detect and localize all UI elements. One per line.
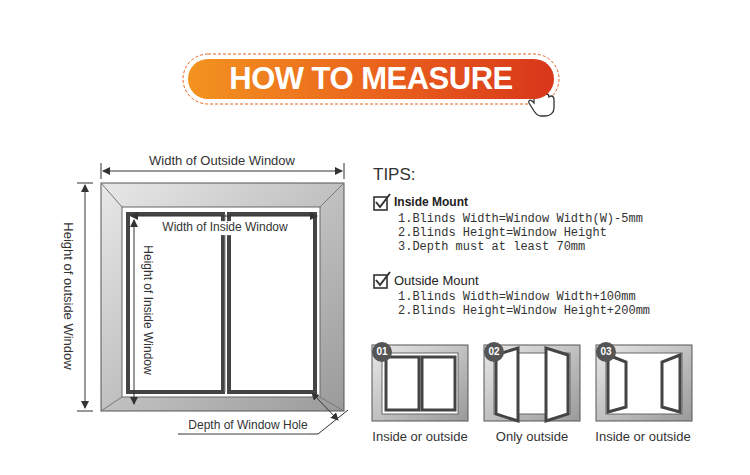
- dimension-label: Depth of Window Hole: [186, 419, 309, 433]
- tips-heading: TIPS:: [373, 165, 416, 185]
- rule-text: 3.Depth must at least 70mm: [398, 241, 585, 255]
- dimension-line: [85, 185, 86, 408]
- icon-caption: Inside or outside: [372, 430, 467, 445]
- title: HOW TO MEASURE: [229, 61, 513, 97]
- dimension-label: Height of outside Window: [61, 222, 76, 369]
- checkbox: [374, 272, 390, 288]
- dimension-label: Width of Inside Window: [160, 221, 289, 235]
- depth-line: [312, 393, 338, 420]
- checkbox: [374, 194, 390, 210]
- dimension-label: Height of Inside Window: [140, 243, 154, 376]
- window-icon: [484, 342, 580, 421]
- rule-text: 2.Blinds Height=Window Height: [398, 227, 607, 241]
- rule-text: 2.Blinds Height=Window Height+200mm: [398, 305, 650, 319]
- callout-number: 03: [600, 346, 611, 358]
- callout-number: 01: [376, 346, 387, 358]
- window-icon: [596, 342, 692, 421]
- callout-number: 02: [488, 346, 499, 358]
- icon-caption: Inside or outside: [595, 430, 690, 445]
- window-icon: [372, 342, 468, 421]
- icon-caption: Only outside: [496, 430, 568, 445]
- leader-line: [178, 434, 318, 435]
- pill-outline: [183, 54, 559, 104]
- mount-heading: Inside Mount: [394, 196, 468, 210]
- window-drawing: [101, 183, 344, 411]
- mount-heading: Outside Mount: [394, 274, 479, 289]
- dimension-line: [134, 220, 135, 404]
- dimension-line: [103, 171, 342, 172]
- rule-text: 1.Blinds Width=Window Width+100mm: [398, 291, 636, 305]
- rule-text: 1.Blinds Width=Window Width(W)-5mm: [398, 213, 643, 227]
- title-pill: HOW TO MEASURE: [188, 59, 554, 99]
- dimension-label: Width of Outside Window: [149, 154, 295, 169]
- dimension-line: [131, 216, 317, 217]
